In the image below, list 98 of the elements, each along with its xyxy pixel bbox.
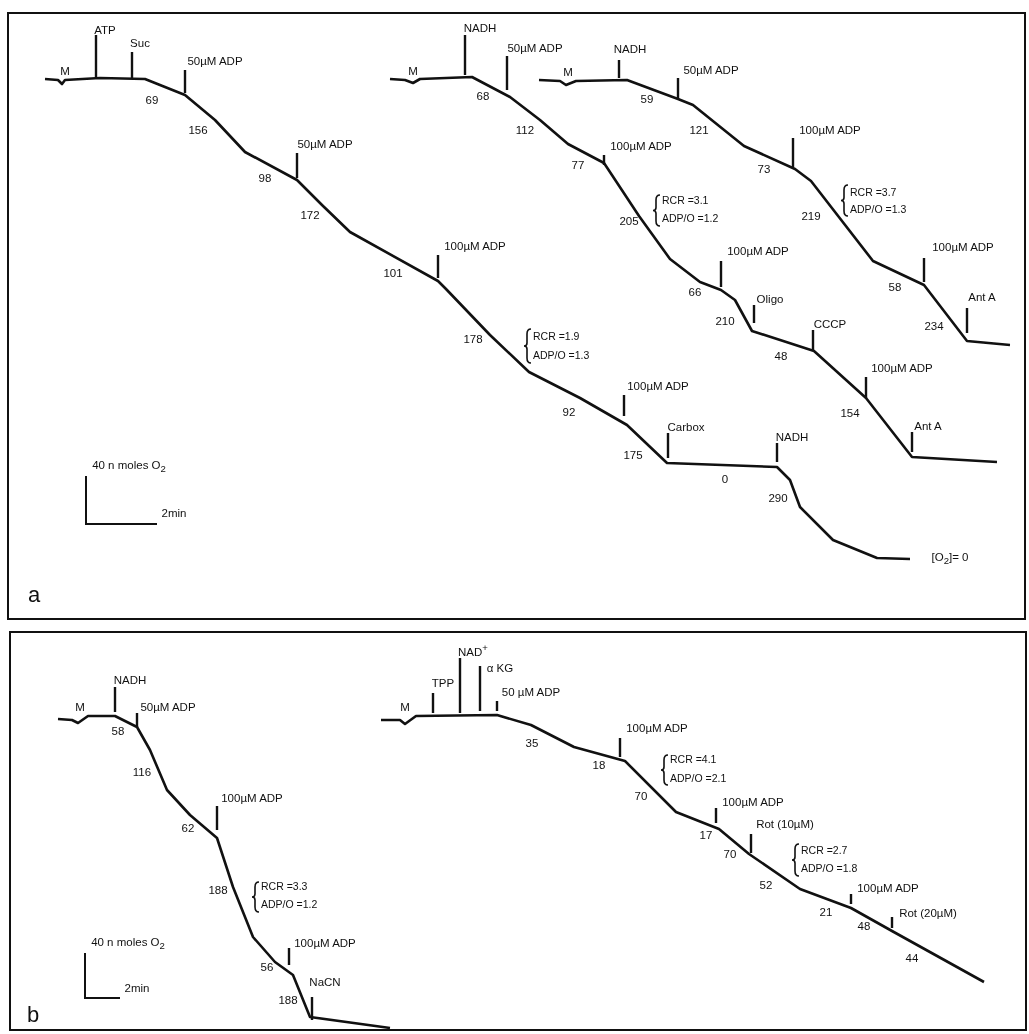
addition-label: M <box>60 64 70 78</box>
addition-label: Ant A <box>914 419 942 433</box>
rate-value: 154 <box>840 406 860 420</box>
addition-label: 100µM ADP <box>871 361 933 375</box>
rate-value: 48 <box>857 919 871 933</box>
addition-label: 50µM ADP <box>140 700 196 714</box>
ratio-value: RCR =1.9 <box>533 331 580 343</box>
ratio-value: ADP/O =1.2 <box>662 213 719 225</box>
addition-label: NADH <box>113 673 147 687</box>
addition-label: 100µM ADP <box>722 795 784 809</box>
rate-value: 121 <box>689 123 709 137</box>
rate-value: 70 <box>723 847 737 861</box>
rate-value: 18 <box>592 758 606 772</box>
rate-value: 290 <box>768 491 788 505</box>
rate-value: 62 <box>181 821 195 835</box>
ratio-value: ADP/O =2.1 <box>670 773 727 785</box>
addition-label: Rot (10µM) <box>756 817 814 831</box>
rate-value: 116 <box>132 765 152 779</box>
ratio-value: ADP/O =1.3 <box>533 350 590 362</box>
rate-value: 35 <box>525 736 539 750</box>
addition-label: 50µM ADP <box>507 41 563 55</box>
addition-label: M <box>563 65 573 79</box>
addition-label: NADH <box>613 42 647 56</box>
addition-label: 50µM ADP <box>683 63 739 77</box>
scale-label: 2min <box>161 506 187 520</box>
addition-label: TPP <box>431 676 455 690</box>
ratio-value: RCR =3.1 <box>662 195 709 207</box>
addition-label: 100µM ADP <box>221 791 283 805</box>
ratio-value: RCR =3.7 <box>850 187 897 199</box>
rate-value: 101 <box>383 266 403 280</box>
rate-value: 172 <box>300 208 320 222</box>
rate-value: 188 <box>208 883 228 897</box>
rate-value: 175 <box>623 448 643 462</box>
rate-value: 68 <box>476 89 490 103</box>
ratio-value: RCR =3.3 <box>261 881 308 893</box>
addition-label: Carbox <box>667 420 705 434</box>
panel-letter: b <box>26 1002 40 1028</box>
panel-letter: a <box>27 582 41 608</box>
rate-value: 73 <box>757 162 771 176</box>
addition-label: Rot (20µM) <box>899 906 957 920</box>
addition-label: α KG <box>486 661 514 675</box>
addition-label: 100µM ADP <box>627 379 689 393</box>
scale-label: 40 n moles O$_{2}$ <box>92 459 166 475</box>
rate-value: 210 <box>715 314 735 328</box>
rate-value: 98 <box>258 171 272 185</box>
addition-label: 100µM ADP <box>294 936 356 950</box>
addition-label: NADH <box>775 430 809 444</box>
ratio-value: RCR =2.7 <box>801 845 848 857</box>
ratio-value: RCR =4.1 <box>670 754 717 766</box>
rate-value: 21 <box>819 905 833 919</box>
addition-label: ATP <box>94 23 116 37</box>
rate-value: 205 <box>619 214 639 228</box>
addition-label: Ant A <box>968 290 996 304</box>
addition-label: M <box>400 700 410 714</box>
rate-value: 59 <box>640 92 654 106</box>
ratio-value: ADP/O =1.8 <box>801 863 858 875</box>
addition-label: 100µM ADP <box>799 123 861 137</box>
addition-label: Oligo <box>756 292 784 306</box>
addition-label: NADH <box>463 21 497 35</box>
addition-label: 100µM ADP <box>610 139 672 153</box>
addition-label: 100µM ADP <box>857 881 919 895</box>
addition-label: Suc <box>130 36 150 50</box>
rate-value: 188 <box>278 993 298 1007</box>
addition-label: M <box>75 700 85 714</box>
rate-value: 58 <box>888 280 902 294</box>
rate-value: 92 <box>562 405 576 419</box>
addition-label: 50µM ADP <box>297 137 353 151</box>
rate-value: 219 <box>801 209 821 223</box>
ratio-value: ADP/O =1.3 <box>850 204 907 216</box>
addition-label: 50 µM ADP <box>501 685 561 699</box>
rate-value: 66 <box>688 285 702 299</box>
addition-label: 100µM ADP <box>626 721 688 735</box>
rate-value: 156 <box>188 123 208 137</box>
addition-label: 50µM ADP <box>187 54 243 68</box>
oxygen-note: [O$_{2}$]= 0 <box>931 551 969 567</box>
scale-label: 40 n moles O$_{2}$ <box>91 936 165 952</box>
rate-value: 17 <box>699 828 713 842</box>
addition-label: 100µM ADP <box>727 244 789 258</box>
ratio-value: ADP/O =1.2 <box>261 899 318 911</box>
rate-value: 77 <box>571 158 585 172</box>
rate-value: 178 <box>463 332 483 346</box>
rate-value: 112 <box>515 123 535 137</box>
rate-value: 58 <box>111 724 125 738</box>
rate-value: 48 <box>774 349 788 363</box>
rate-value: 0 <box>721 472 729 486</box>
scale-label: 2min <box>124 981 150 995</box>
addition-label: 100µM ADP <box>932 240 994 254</box>
addition-label: 100µM ADP <box>444 239 506 253</box>
rate-value: 69 <box>145 93 159 107</box>
addition-label: NaCN <box>309 975 341 989</box>
addition-label: CCCP <box>813 317 847 331</box>
rate-value: 70 <box>634 789 648 803</box>
rate-value: 234 <box>924 319 944 333</box>
addition-label: M <box>408 64 418 78</box>
rate-value: 44 <box>905 951 919 965</box>
rate-value: 52 <box>759 878 773 892</box>
addition-label: NAD$^{+}$ <box>458 643 488 659</box>
rate-value: 56 <box>260 960 274 974</box>
